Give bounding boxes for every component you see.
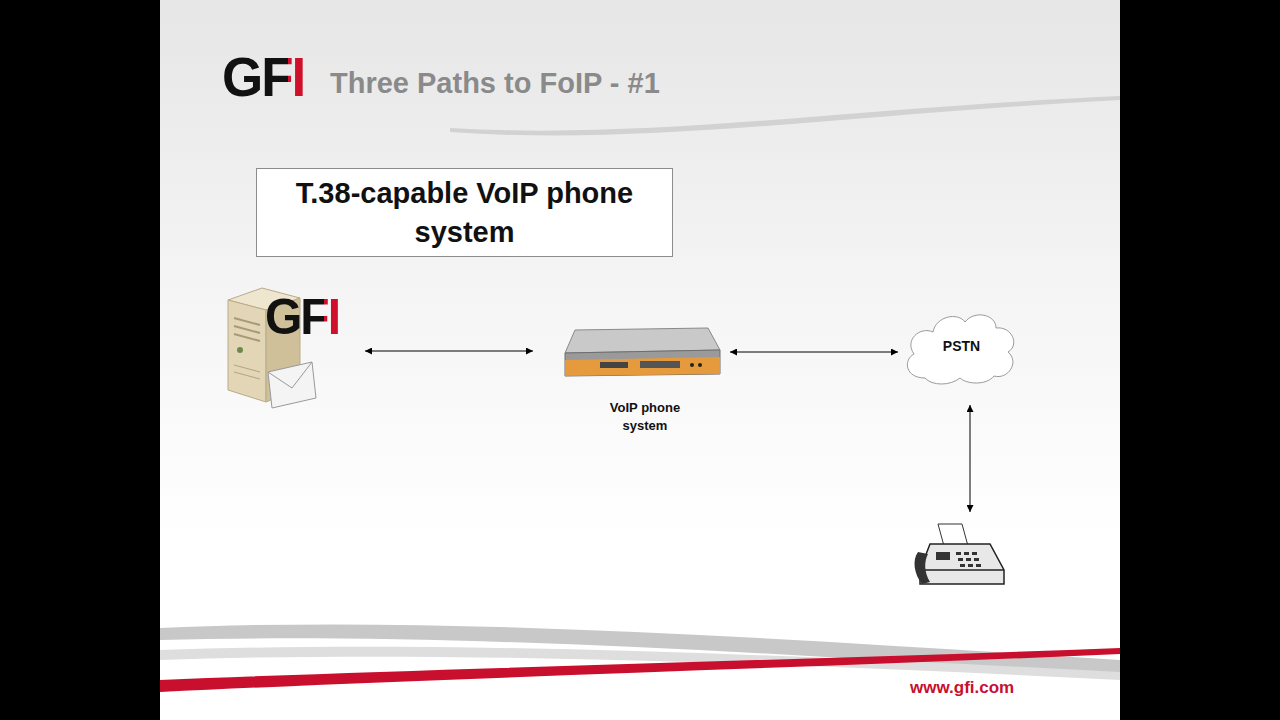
swoosh-line bbox=[450, 96, 1120, 135]
device-label: VoIP phone system bbox=[600, 399, 690, 435]
website-url: www.gfi.com bbox=[910, 678, 1014, 698]
voip-device-icon bbox=[565, 328, 720, 376]
fax-machine bbox=[915, 522, 1007, 588]
server-logo: GFI bbox=[265, 292, 339, 342]
fax-server: GFI bbox=[215, 285, 347, 410]
connector-arrow bbox=[730, 352, 898, 353]
connector-arrow bbox=[970, 405, 971, 512]
company-logo: GFI bbox=[222, 49, 304, 105]
fax-icon bbox=[915, 524, 1004, 584]
heading-text: T.38-capable VoIP phone system bbox=[285, 174, 645, 252]
slide-title: Three Paths to FoIP - #1 bbox=[330, 67, 660, 100]
pstn-node: PSTN bbox=[905, 310, 1018, 382]
connector-arrow bbox=[365, 351, 533, 352]
voip-system: VoIP phone system bbox=[560, 325, 725, 435]
cloud-label: PSTN bbox=[905, 310, 1018, 382]
heading-box: T.38-capable VoIP phone system bbox=[256, 168, 673, 257]
